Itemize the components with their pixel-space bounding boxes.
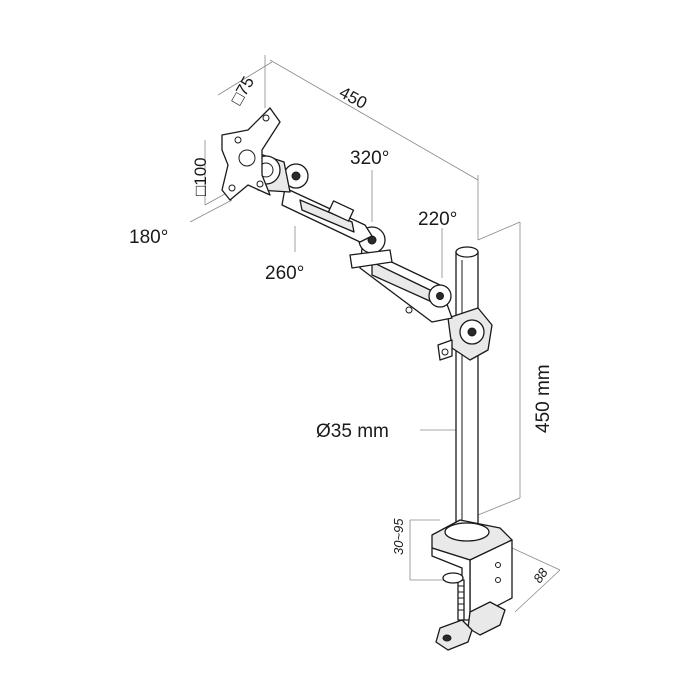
- rotation-180-label: 180°: [129, 227, 168, 248]
- vesa-large-label: □100: [191, 157, 210, 196]
- dimension-labels: □75 450 □100 180° 260° 320° 220° Ø35 mm …: [129, 73, 554, 585]
- desk-clamp: [431, 519, 513, 651]
- rotation-260-label: 260°: [265, 263, 304, 284]
- vesa-small-label: □75: [227, 73, 258, 108]
- pole-height-label: 450 mm: [533, 364, 554, 433]
- vesa-plate: [221, 107, 281, 201]
- arm-length-label: 450: [336, 83, 370, 113]
- dimension-lines: [189, 55, 561, 613]
- clamp-range-label: 30~95: [391, 518, 406, 555]
- rotation-320-label: 320°: [350, 148, 389, 169]
- rotation-220-label: 220°: [418, 209, 457, 230]
- pole: [455, 246, 479, 543]
- base-depth-label: 88: [530, 565, 551, 586]
- articulating-arm: [247, 149, 493, 361]
- pole-diameter-label: Ø35 mm: [316, 421, 389, 442]
